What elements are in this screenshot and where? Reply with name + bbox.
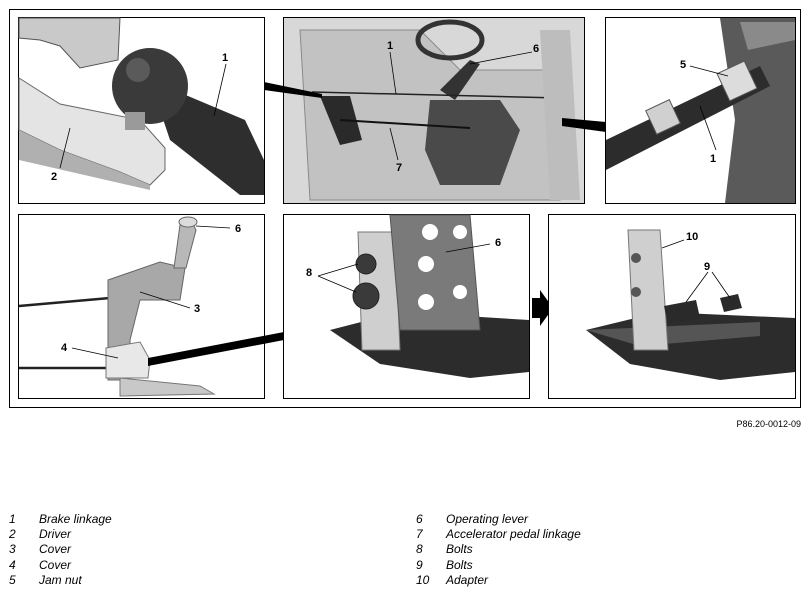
callout-label: 3 bbox=[194, 303, 200, 315]
panel-operating-lever: 6 3 4 bbox=[18, 214, 265, 399]
callout-label: 1 bbox=[222, 52, 228, 64]
detail-pointer bbox=[264, 82, 322, 98]
illustration-figure: 1 2 1 6 7 5 1 bbox=[9, 9, 801, 408]
callout-label: 6 bbox=[495, 237, 501, 249]
panel-vehicle-interior: 1 6 7 bbox=[283, 17, 585, 204]
panel-jam-nut: 5 1 bbox=[605, 17, 796, 204]
figure-reference-code: P86.20-0012-09 bbox=[736, 419, 801, 429]
panel-adapter-bolts: 10 9 bbox=[548, 214, 796, 399]
callout-label: 2 bbox=[51, 171, 57, 183]
step-arrow-icon bbox=[532, 290, 553, 326]
callout-label: 9 bbox=[704, 261, 710, 273]
detail-pointer bbox=[148, 332, 284, 366]
panel-brake-linkage-joint: 1 2 bbox=[18, 17, 265, 204]
callout-label: 4 bbox=[61, 342, 68, 354]
callout-label: 10 bbox=[686, 231, 698, 243]
callout-label: 1 bbox=[710, 153, 716, 165]
callout-label: 5 bbox=[680, 59, 686, 71]
panel-lever-bolts: 8 6 bbox=[283, 214, 530, 399]
callout-label: 1 bbox=[387, 40, 393, 52]
callout-label: 7 bbox=[396, 162, 402, 174]
callout-label: 6 bbox=[235, 223, 241, 235]
detail-pointer bbox=[562, 118, 606, 132]
callout-label: 6 bbox=[533, 43, 539, 55]
callout-label: 8 bbox=[306, 267, 312, 279]
